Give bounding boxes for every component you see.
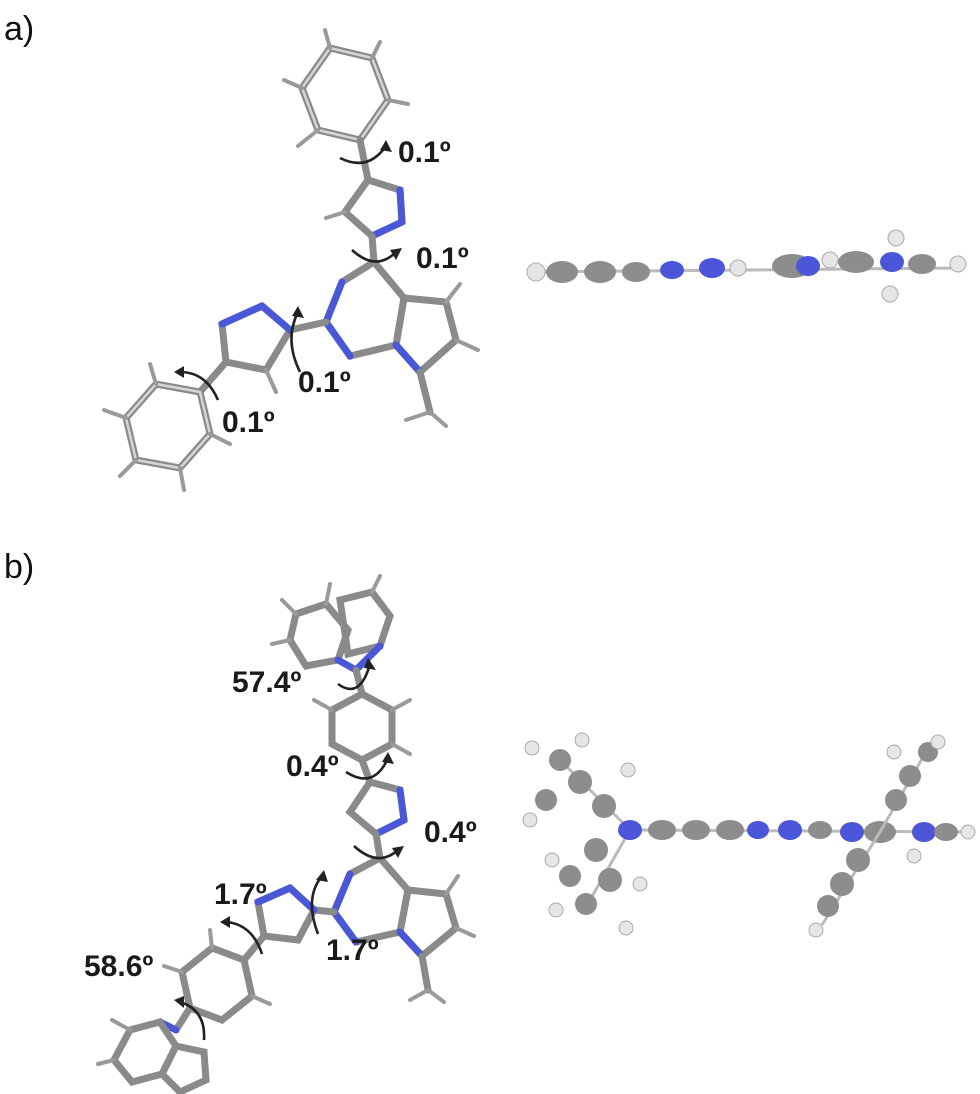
dihedral-angle-label: 1.7º (214, 878, 267, 911)
triazole-ring (218, 301, 295, 394)
panel-a-label: a) (4, 10, 34, 48)
dihedral-angle-label: 57.4º (232, 666, 301, 699)
panel-b-side-view (522, 732, 976, 938)
dihedral-angle-label: 58.6º (84, 950, 153, 983)
pyrrolopyrimidine-core (330, 853, 476, 1004)
rotation-arrow (339, 140, 392, 165)
rotation-arrow (353, 845, 404, 860)
phenyl-ring (282, 28, 410, 148)
panel-a: a) (4, 10, 967, 492)
dihedral-angle-label: 0.1º (298, 366, 351, 399)
triazole-ring (324, 175, 406, 241)
rotation-arrow (174, 996, 206, 1041)
triazole-ring (254, 883, 319, 944)
rotation-arrow (174, 366, 220, 401)
triazole-ring (345, 777, 408, 839)
rotation-arrow (351, 248, 402, 263)
panel-b-label: b) (4, 548, 34, 586)
rotation-arrow (337, 658, 376, 691)
rotation-arrow (220, 916, 264, 955)
dihedral-angle-label: 0.1º (398, 136, 451, 169)
rotation-arrow (345, 752, 394, 780)
dihedral-angle-label: 0.1º (416, 242, 469, 275)
panel-b: b) (4, 548, 976, 1094)
panel-b-top-view (96, 574, 476, 1094)
carbazole-group (270, 574, 394, 674)
dihedral-angle-label: 0.4º (424, 816, 477, 849)
dihedral-angle-label: 0.4º (286, 750, 339, 783)
panel-a-top-view (102, 28, 480, 492)
pyrrolopyrimidine-core (322, 257, 480, 428)
dihedral-angle-label: 0.1º (222, 406, 275, 439)
rotation-arrow (310, 870, 328, 935)
dihedral-angle-label: 1.7º (326, 934, 379, 967)
rotation-arrow (290, 306, 304, 373)
carbazole-group (96, 1017, 210, 1094)
panel-a-side-view (526, 229, 967, 303)
phenyl-ring (102, 362, 232, 492)
